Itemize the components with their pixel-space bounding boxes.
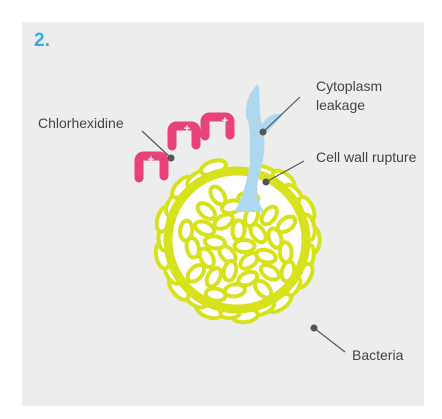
- cytoplasm-leakage-label-line1: Cytoplasm: [316, 77, 382, 95]
- cytoplasm-leader-line: [263, 97, 300, 132]
- chlorhexidine-label: Chlorhexidine: [38, 114, 124, 132]
- bacteria-cell: [154, 158, 320, 324]
- cytoplasm-leakage-label-line2: leakage: [316, 96, 365, 114]
- leader-dot: [168, 155, 175, 162]
- bacteria-leader-line: [314, 328, 345, 352]
- bacteria-label: Bacteria: [352, 346, 403, 364]
- positive-charge-symbol: +: [184, 123, 190, 135]
- positive-charge-symbol: +: [148, 154, 154, 166]
- cell-wall-rupture-label: Cell wall rupture: [316, 148, 416, 166]
- organelle: [232, 220, 245, 241]
- leader-dot: [263, 179, 270, 186]
- organelle: [205, 287, 227, 302]
- leader-dot: [311, 325, 318, 332]
- organelle: [279, 242, 292, 263]
- organelle: [179, 220, 193, 241]
- leader-dot: [260, 129, 267, 136]
- positive-charge-symbol: +: [222, 115, 228, 127]
